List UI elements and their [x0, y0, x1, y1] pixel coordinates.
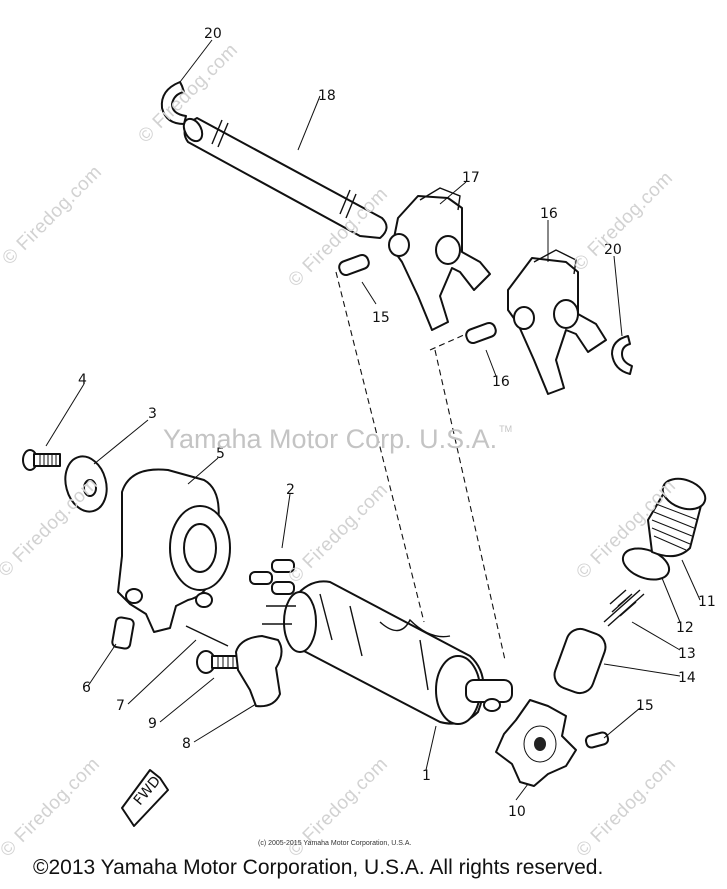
dowel-pin-part-16-right	[465, 321, 497, 345]
part-number-20-right: 20	[604, 242, 622, 258]
fwd-arrow: FWD	[121, 769, 169, 827]
shift-drum-part-1	[262, 580, 513, 725]
part-number-5: 5	[216, 446, 225, 462]
part-number-8: 8	[182, 736, 191, 752]
pin-part-15	[584, 731, 610, 749]
small-copyright: (c) 2005-2015 Yamaha Motor Corporation, …	[258, 840, 412, 847]
bearing-housing-part-5	[117, 468, 231, 633]
stopper-plate-part-8	[235, 635, 283, 708]
dowel-pin-part-16-left	[338, 253, 370, 277]
pin-part-2-b	[271, 559, 295, 573]
part-number-labels: 20 18 17 16 20 15 16 4 3 5 2 6 7 9 8 1 1…	[78, 26, 716, 820]
bolt-part-9	[196, 650, 243, 674]
assembly-guide-right	[434, 349, 506, 661]
screw-part-4	[22, 449, 61, 471]
part-number-16-right: 16	[492, 374, 510, 390]
part-number-4: 4	[78, 372, 87, 388]
pin-part-2-c	[271, 581, 295, 595]
part-number-18: 17	[462, 170, 480, 186]
part-number-7: 7	[116, 698, 125, 714]
e-clip-part-20-top	[160, 81, 187, 125]
shift-shaft-part-19	[182, 117, 388, 239]
brand-watermark-text: Yamaha Motor Corp. U.S.A.	[163, 424, 498, 454]
plunger-part-14	[553, 627, 607, 695]
footer-copyright: ©2013 Yamaha Motor Corporation, U.S.A. A…	[33, 856, 604, 879]
part-number-12: 12	[676, 620, 694, 636]
part-number-3: 3	[148, 406, 157, 422]
pin-part-7	[185, 625, 229, 647]
part-number-11: 11	[698, 594, 716, 610]
part-number-13: 13	[678, 646, 696, 662]
gasket-part-12	[621, 547, 671, 581]
part-number-17: 16	[540, 206, 558, 222]
part-number-2: 2	[286, 482, 295, 498]
brand-watermark: Yamaha Motor Corp. U.S.A.TM	[163, 424, 512, 455]
plug-part-11	[647, 477, 707, 558]
e-clip-part-20-right	[611, 335, 633, 375]
shift-fork-part-17	[507, 249, 607, 395]
part-number-16-left: 15	[372, 310, 390, 326]
part-number-20-top: 20	[204, 26, 222, 42]
dowel-pin-part-6	[111, 616, 135, 650]
spring-part-13	[603, 589, 645, 627]
part-number-14: 14	[678, 670, 696, 686]
assembly-guide-left	[335, 271, 425, 623]
washer-part-3	[64, 455, 108, 513]
pin-part-2-a	[249, 571, 273, 585]
part-number-1: 1	[422, 768, 431, 784]
part-number-10: 10	[508, 804, 526, 820]
part-number-9: 9	[148, 716, 157, 732]
trademark-mark: TM	[499, 424, 513, 434]
part-number-19: 18	[318, 88, 336, 104]
part-number-15: 15	[636, 698, 654, 714]
part-number-6: 6	[82, 680, 91, 696]
shift-fork-part-18	[388, 187, 491, 331]
leader-lines	[45, 39, 701, 801]
